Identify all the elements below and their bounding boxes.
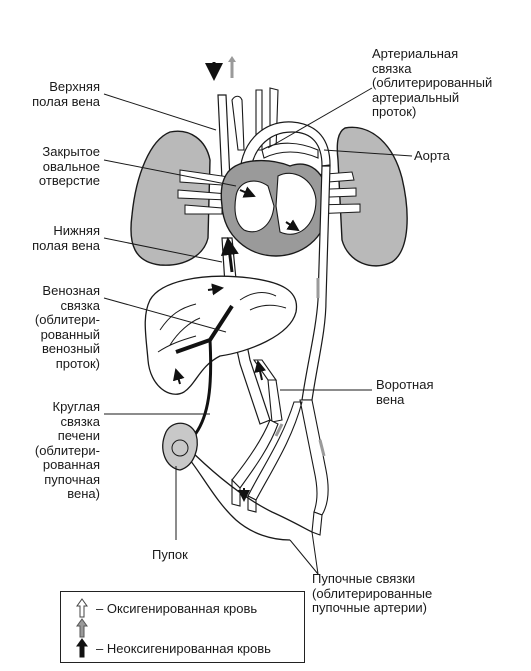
superior-vena-cava: [217, 94, 231, 181]
aortic-arch: [239, 121, 331, 181]
liver-branches: [157, 292, 287, 353]
leg-vessels: [231, 478, 323, 536]
label-ductus-venosus: Венозная связка (облитери- рованный вено…: [34, 283, 100, 371]
label-ductus-arteriosus: Артериальная связка (облитерированный ар…: [372, 46, 493, 119]
liver: [144, 275, 298, 395]
label-umbilical-ligaments: Пупочные связки (облитерированные пупочн…: [312, 571, 433, 615]
legend: – Оксигенированная кровь – Неоксигениров…: [60, 591, 305, 663]
label-navel: Пупок: [152, 547, 188, 562]
legend-oxygenated-label: – Оксигенированная кровь: [96, 600, 258, 616]
label-foramen-ovale: Закрытое овальное отверстие: [38, 144, 100, 188]
legend-oxygenated: – Оксигенированная кровь: [75, 598, 257, 618]
label-inferior-vena-cava: Нижняя полая вена: [32, 223, 100, 253]
right-lung: [336, 126, 408, 267]
deoxygenated-arrow-icon: [76, 638, 88, 658]
label-round-ligament: Круглая связка печени (облитери- рованна…: [34, 399, 100, 501]
portal-vein-vessel: [252, 359, 283, 423]
umbilical-artery-left: [181, 449, 291, 541]
label-superior-vena-cava: Верхняя полая вена: [32, 79, 100, 109]
leader-lines: [103, 87, 413, 575]
ductus-arteriosus-vessel: [261, 142, 319, 159]
legend-deoxygenated-label: – Неоксигенированная кровь: [96, 640, 271, 656]
left-lung: [130, 130, 211, 266]
flow-arrows: [172, 56, 326, 502]
label-aorta: Аорта: [414, 148, 450, 163]
oxygenated-arrow-icon: [76, 598, 88, 618]
label-portal-vein: Воротная вена: [376, 377, 434, 407]
legend-deoxygenated: – Неоксигенированная кровь: [75, 638, 271, 658]
navel-structure: [162, 422, 198, 471]
umbilical-artery-right: [185, 445, 313, 533]
mixed-arrow-icon: [76, 618, 88, 638]
legend-mixed: [75, 618, 89, 638]
